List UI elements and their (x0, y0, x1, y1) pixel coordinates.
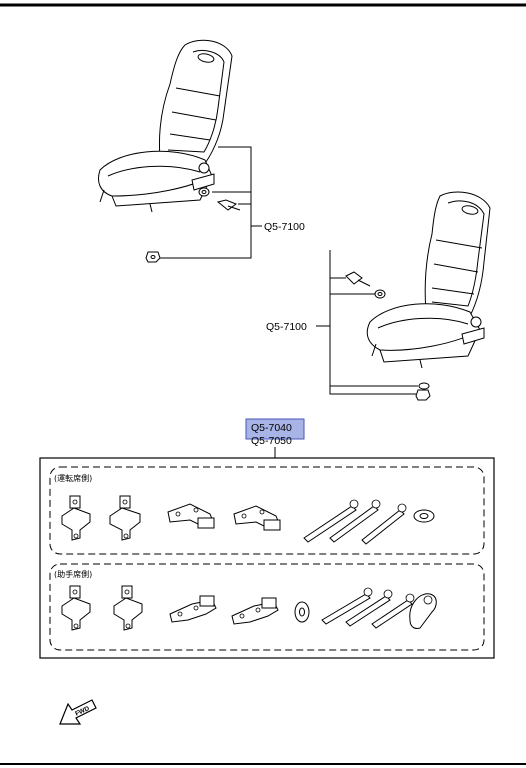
nut-right (415, 382, 431, 401)
fwd-label: FWD (74, 705, 91, 718)
callout-seat-right: Q5-7100 (266, 321, 307, 333)
kit-callout-highlight (245, 418, 305, 440)
kit-callout-secondary: Q5-7050 (251, 435, 292, 447)
washer-top (198, 187, 210, 197)
nut-top (145, 251, 161, 263)
section-label-driver: (運転席側) (54, 473, 92, 483)
callout-seat-top: Q5-7100 (264, 221, 305, 233)
fwd-arrow-icon (59, 699, 97, 725)
kit-frame (39, 457, 495, 659)
leader-right (316, 250, 418, 395)
washer-right (374, 289, 386, 299)
section-label-passenger: (助手席側) (54, 569, 92, 579)
leader-top (160, 146, 262, 259)
seat-illustration-top (98, 39, 233, 213)
passenger-side-group (49, 563, 485, 651)
passenger-parts (61, 585, 437, 631)
bolt-top (216, 199, 241, 211)
kit-callout-primary: Q5-7040 (251, 422, 292, 434)
driver-parts (61, 495, 435, 545)
bolt-right (345, 271, 371, 287)
seat-illustration-right (366, 191, 491, 369)
driver-side-group (49, 466, 485, 555)
